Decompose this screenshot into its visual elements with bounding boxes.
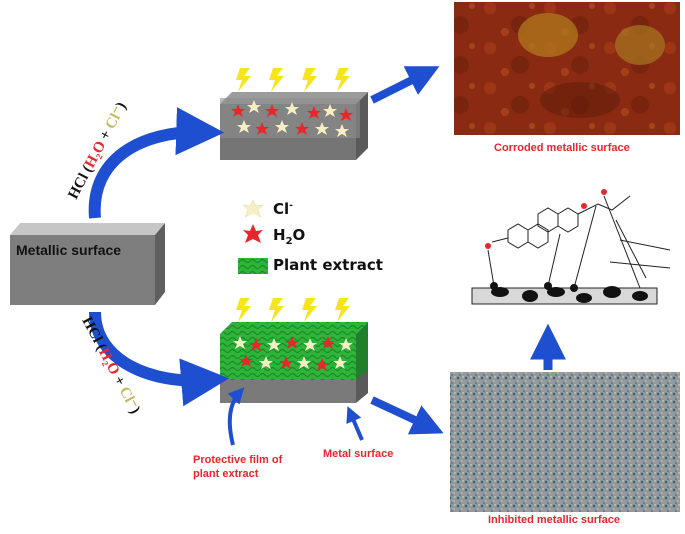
legend-plant: Plant extract: [273, 256, 383, 274]
inhibited-label: Inhibited metallic surface: [488, 514, 621, 526]
lightning-group-bottom: [236, 298, 350, 322]
arrow-protective-film: [227, 387, 245, 446]
cl-star-icon: [267, 338, 281, 351]
lightning-icon: [302, 68, 317, 92]
cl-star-icon: [333, 356, 347, 369]
cl-star-icon: [247, 100, 261, 113]
cl-star-icon: [303, 338, 317, 351]
lightning-group-top: [236, 68, 350, 92]
lightning-icon: [236, 68, 251, 92]
h2o-star-icon: [239, 354, 253, 367]
legend-cl-star-icon: [242, 199, 264, 218]
cl-star-icon: [259, 356, 273, 369]
ions-top: [231, 100, 353, 137]
cl-star-icon: [233, 336, 247, 349]
curved-arrow-up: [88, 107, 225, 219]
arrow-metal-surface: [346, 406, 364, 441]
arrow-to-corroded: [370, 66, 440, 104]
lightning-icon: [269, 68, 284, 92]
h2o-star-icon: [339, 108, 353, 121]
h2o-star-icon: [295, 122, 309, 135]
mechanism-diagram: [471, 189, 671, 305]
cl-star-icon: [315, 122, 329, 135]
lightning-icon: [236, 298, 251, 322]
lightning-icon: [335, 68, 350, 92]
curved-arrow-down: [89, 311, 230, 407]
h2o-star-icon: [315, 358, 329, 371]
h2o-star-icon: [231, 104, 245, 117]
h2o-star-icon: [307, 106, 321, 119]
cl-star-icon: [285, 102, 299, 115]
corroded-label: Corroded metallic surface: [494, 142, 630, 154]
legend-plant-swatch: [238, 258, 268, 274]
corroded-surface-photo: [454, 2, 680, 135]
cl-star-icon: [339, 338, 353, 351]
arrow-to-inhibited: [370, 396, 444, 435]
protective-film-label: Protective film of plant extract: [193, 454, 283, 480]
legend-h2o: H2O: [273, 226, 306, 247]
ions-bottom: [233, 336, 353, 371]
cl-star-icon: [335, 124, 349, 137]
h2o-star-icon: [285, 336, 299, 349]
inhibited-surface-photo: [450, 372, 680, 512]
h2o-star-icon: [249, 338, 263, 351]
lightning-icon: [302, 298, 317, 322]
corroding-block: [220, 92, 368, 160]
h2o-star-icon: [321, 336, 335, 349]
cl-star-icon: [297, 356, 311, 369]
inhibited-block: [220, 322, 368, 403]
h2o-star-icon: [255, 122, 269, 135]
h2o-star-icon: [279, 356, 293, 369]
legend-h2o-star-icon: [243, 224, 263, 243]
legend-cl: Cl-: [273, 200, 293, 218]
metallic-surface-block: [10, 223, 165, 305]
lightning-icon: [335, 298, 350, 322]
lightning-icon: [269, 298, 284, 322]
h2o-star-icon: [265, 104, 279, 117]
metal-surface-label: Metal surface: [323, 448, 394, 460]
cl-star-icon: [237, 120, 251, 133]
metallic-surface-label: Metallic surface: [16, 242, 122, 258]
cl-star-icon: [275, 120, 289, 133]
cl-star-icon: [323, 104, 337, 117]
